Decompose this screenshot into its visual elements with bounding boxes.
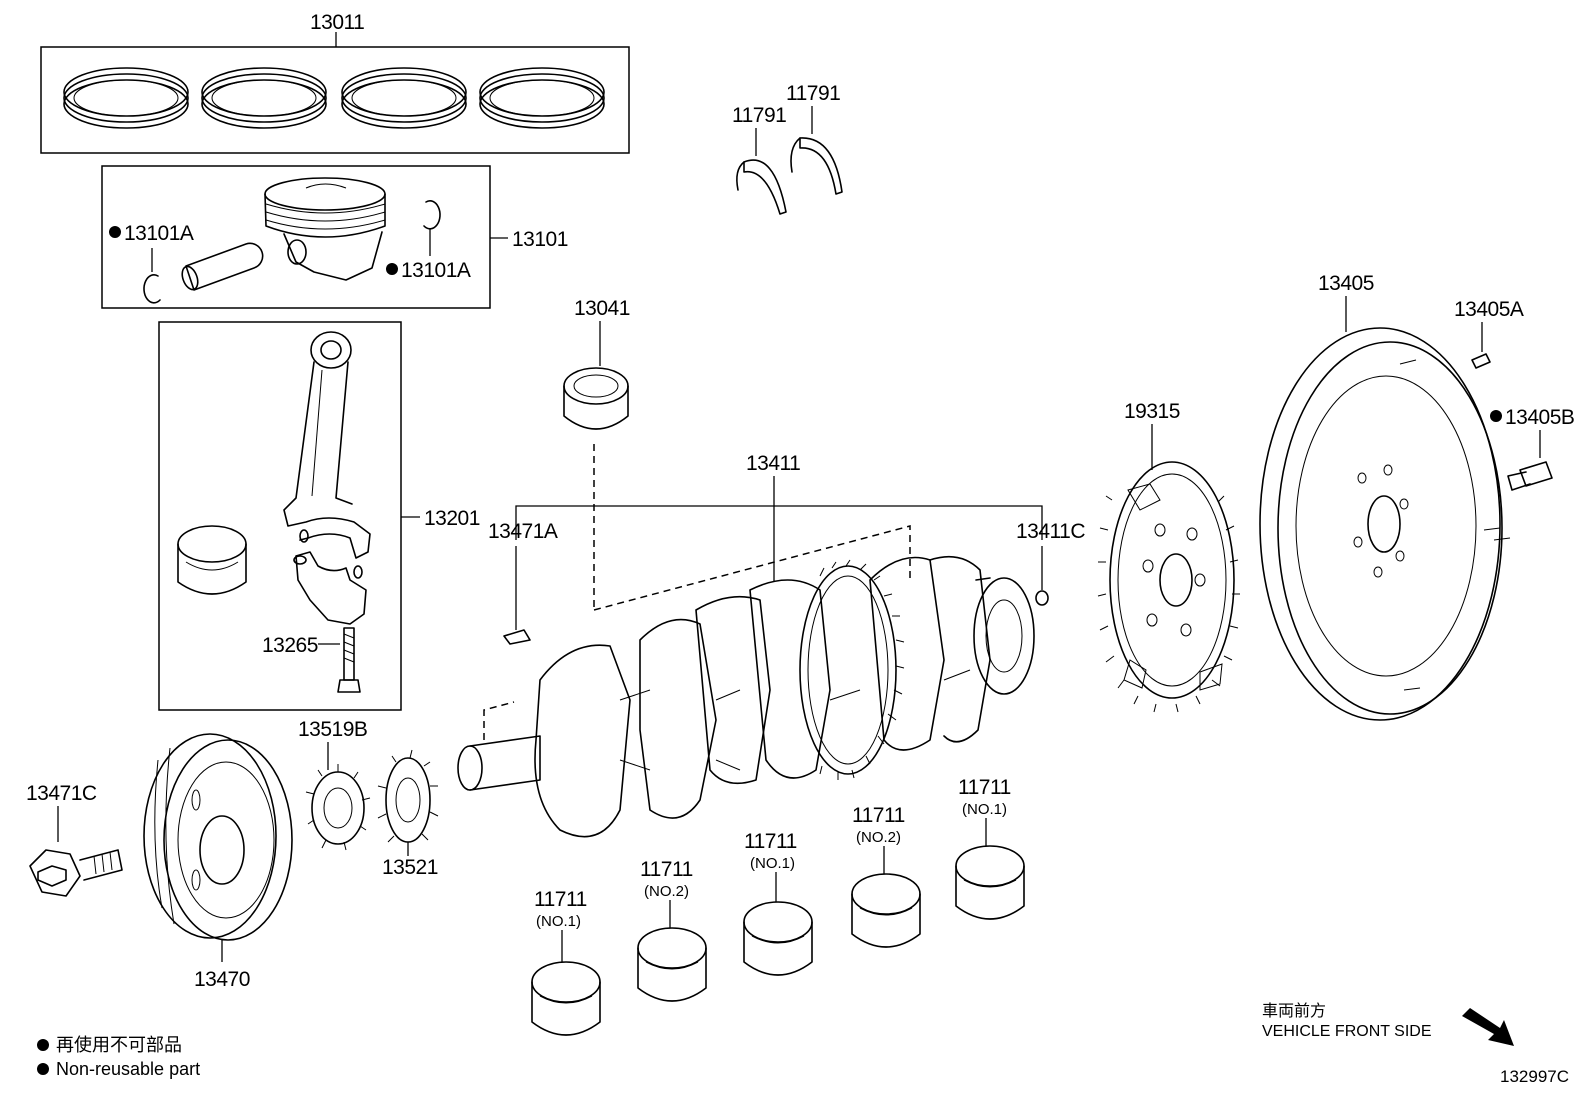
crankshaft xyxy=(457,555,1035,838)
label-13101: 13101 xyxy=(512,228,568,251)
label-13405: 13405 xyxy=(1318,272,1374,295)
non-reusable-marker-icon xyxy=(109,226,121,238)
flywheel-group: 13405 13405A 13405B xyxy=(1259,272,1575,721)
pulley-bolt-group: 13471C xyxy=(26,782,123,897)
rod-bolt xyxy=(337,627,361,693)
front-gear-group: 13519B 13521 xyxy=(298,718,438,879)
piston-ring-set-frame xyxy=(40,46,630,154)
label-11711-3-note: (NO.1) xyxy=(750,855,795,872)
label-13101a-left: 13101A xyxy=(124,222,194,245)
label-13011: 13011 xyxy=(310,11,364,34)
label-13405a: 13405A xyxy=(1454,298,1524,321)
crank-position-plate xyxy=(1097,461,1240,713)
piston-pin xyxy=(181,242,264,291)
label-13521: 13521 xyxy=(382,856,438,879)
snap-ring-right xyxy=(423,200,441,230)
crankshaft-group: 13411 13471A 13411C xyxy=(457,452,1086,838)
label-13411: 13411 xyxy=(746,452,800,475)
bushing-group: 13041 xyxy=(563,297,630,610)
label-11791-a: 11791 xyxy=(732,104,786,127)
label-11711-5: 11711 xyxy=(958,776,1011,799)
rod-cap xyxy=(293,551,367,625)
label-19315: 19315 xyxy=(1124,400,1180,423)
crank-pulley xyxy=(143,733,293,941)
flywheel-pin xyxy=(1471,353,1491,369)
crankshaft-key xyxy=(503,629,531,645)
main-bearing-4: 11711 (NO.2) xyxy=(851,804,921,948)
piston-ring-set-group: 13011 xyxy=(40,11,630,154)
main-bearing-1: 11711 (NO.1) xyxy=(531,888,601,1036)
bushing xyxy=(563,367,629,430)
label-13405b: 13405B xyxy=(1505,406,1574,429)
front-direction: 車両前方 VEHICLE FRONT SIDE xyxy=(1262,1002,1514,1046)
label-13265: 13265 xyxy=(262,634,318,657)
label-13041: 13041 xyxy=(574,297,630,320)
label-11711-1-note: (NO.1) xyxy=(536,913,581,930)
label-13411c: 13411C xyxy=(1016,520,1085,543)
main-bearing-2: 11711 (NO.2) xyxy=(637,858,707,1002)
thrust-washer-a xyxy=(743,159,787,215)
thrust-washer-b xyxy=(799,137,843,195)
label-11711-4-note: (NO.2) xyxy=(856,829,901,846)
label-13471c: 13471C xyxy=(26,782,97,805)
crank-sprocket xyxy=(377,749,439,850)
diagram-code: 132997C xyxy=(1500,1067,1569,1086)
flywheel xyxy=(1259,327,1511,721)
non-reusable-marker-icon xyxy=(1490,410,1502,422)
connecting-rod-frame xyxy=(158,321,402,711)
label-11711-5-note: (NO.1) xyxy=(962,801,1007,818)
label-13101a-right: 13101A xyxy=(401,259,471,282)
label-11711-4: 11711 xyxy=(852,804,905,827)
piston-ring-3 xyxy=(341,67,467,129)
thrust-washer-b-edge xyxy=(790,137,801,173)
label-11711-1: 11711 xyxy=(534,888,587,911)
non-reusable-marker-icon xyxy=(386,263,398,275)
label-11711-2: 11711 xyxy=(640,858,693,881)
piston-frame xyxy=(101,165,491,309)
crank-gear-spacer xyxy=(305,764,371,851)
filled-circle-icon xyxy=(37,1039,49,1051)
main-bearing-3: 11711 (NO.1) xyxy=(743,830,813,976)
piston-ring-2 xyxy=(201,67,327,129)
crank-position-plate-group: 19315 xyxy=(1097,400,1240,713)
label-13519b: 13519B xyxy=(298,718,367,741)
label-13471a: 13471A xyxy=(488,520,558,543)
filled-circle-icon xyxy=(37,1063,49,1075)
front-jp: 車両前方 xyxy=(1262,1002,1326,1020)
crank-pulley-group: 13470 xyxy=(143,733,293,991)
legend-en: Non-reusable part xyxy=(56,1059,200,1079)
rod-bearing-shell xyxy=(177,525,247,595)
arrow-down-right-icon xyxy=(1462,1008,1514,1046)
connecting-rod xyxy=(283,331,371,579)
snap-ring-left xyxy=(143,274,161,304)
legend-jp: 再使用不可部品 xyxy=(56,1035,182,1055)
main-bearing-5: 11711 (NO.1) xyxy=(955,776,1025,920)
piston-ring-4 xyxy=(479,67,605,129)
label-13201: 13201 xyxy=(424,507,480,530)
front-en: VEHICLE FRONT SIDE xyxy=(1262,1023,1432,1040)
piston-ring-1 xyxy=(63,67,189,129)
piston-group: 13101 13101A 13101A xyxy=(101,165,568,309)
thrust-washer-a-edge xyxy=(736,161,745,191)
crankshaft-pin xyxy=(1035,590,1049,606)
flywheel-bolt xyxy=(1507,461,1553,491)
label-13470: 13470 xyxy=(194,968,250,991)
legend: 再使用不可部品 Non-reusable part xyxy=(37,1035,200,1079)
thrust-washers-group: 11791 11791 xyxy=(732,82,843,215)
label-11791-b: 11791 xyxy=(786,82,840,105)
label-11711-3: 11711 xyxy=(744,830,797,853)
label-11711-2-note: (NO.2) xyxy=(644,883,689,900)
connecting-rod-group: 13201 13265 xyxy=(158,321,480,711)
piston xyxy=(264,177,386,281)
pulley-bolt xyxy=(29,849,123,897)
